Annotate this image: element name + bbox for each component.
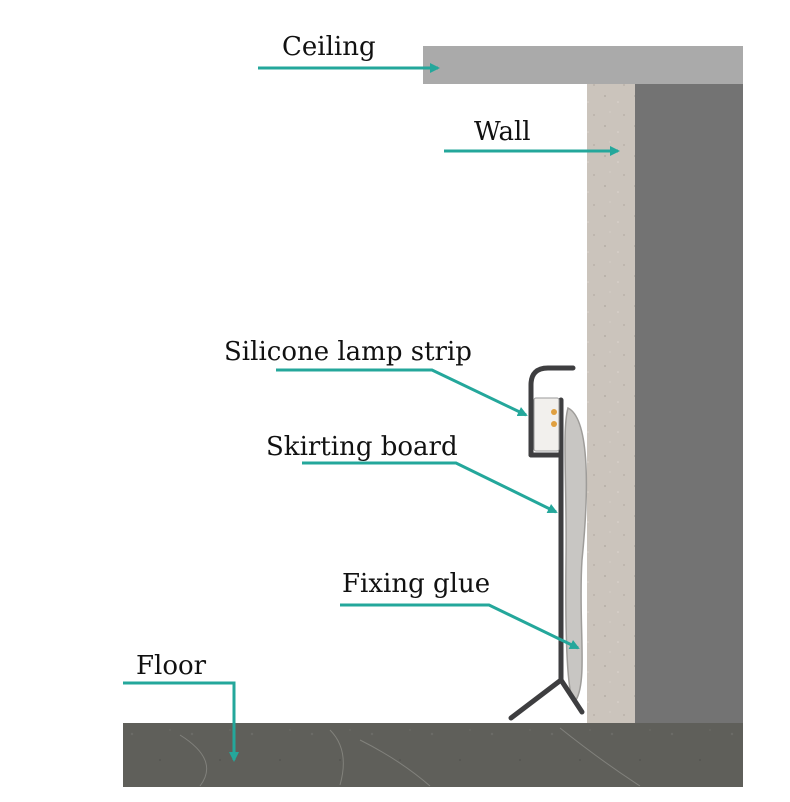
label-silicone-lamp-strip: Silicone lamp strip xyxy=(224,337,472,367)
floor-arrow xyxy=(123,681,239,762)
led-chip xyxy=(551,409,557,415)
label-ceiling: Ceiling xyxy=(282,32,376,62)
glue-arrow xyxy=(340,603,580,650)
floor-slab xyxy=(123,723,743,787)
ceiling-slab xyxy=(423,46,743,84)
lamp-strip-arrow xyxy=(276,368,528,417)
skirting-board-profile xyxy=(508,365,585,721)
label-floor: Floor xyxy=(136,651,207,681)
wall-core xyxy=(635,84,743,724)
label-wall: Wall xyxy=(474,117,531,147)
floor-veins xyxy=(179,727,641,787)
wall-finish xyxy=(587,84,635,724)
skirting-arrow xyxy=(302,461,558,514)
callout-arrows xyxy=(123,63,620,762)
label-fixing-glue: Fixing glue xyxy=(342,569,490,599)
fixing-glue xyxy=(564,406,588,702)
led-chip xyxy=(551,421,557,427)
label-skirting-board: Skirting board xyxy=(266,432,458,462)
